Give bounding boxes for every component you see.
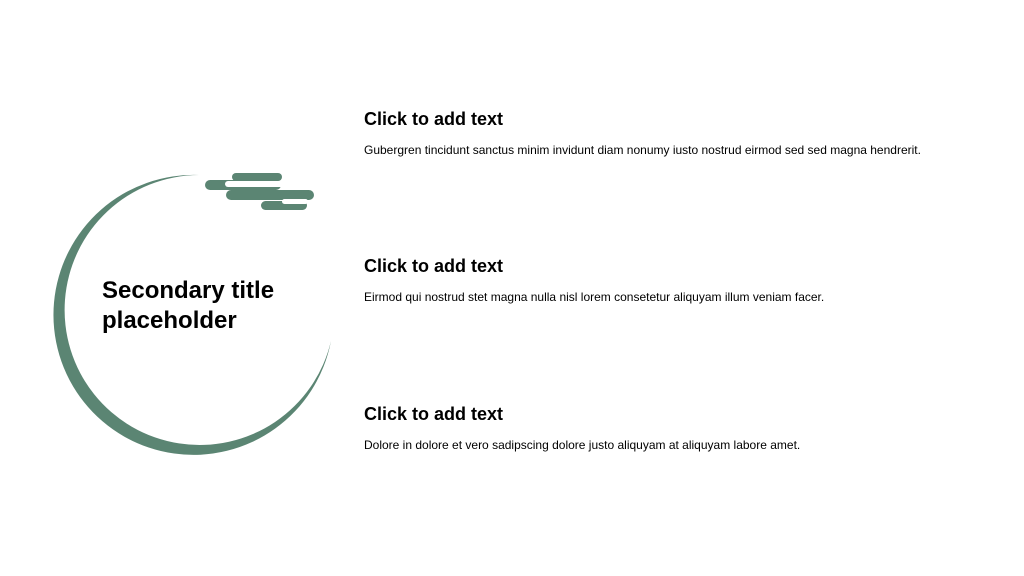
item-heading-3[interactable]: Click to add text [364,404,504,424]
text-item-3: Click to add text Dolore in dolore et ve… [364,403,1004,453]
text-item-2: Click to add text Eirmod qui nostrud ste… [364,255,1004,305]
item-heading-2[interactable]: Click to add text [364,256,504,276]
pill-stroke-top-highlight [232,173,282,181]
secondary-title[interactable]: Secondary title placeholder [102,277,275,334]
item-body-1[interactable]: Gubergren tincidunt sanctus minim invidu… [364,143,921,157]
item-body-2[interactable]: Eirmod qui nostrud stet magna nulla nisl… [364,290,825,304]
item-body-3[interactable]: Dolore in dolore et vero sadipscing dolo… [364,438,801,452]
pill-gap-1 [225,181,293,187]
pill-stroke-middle [226,190,314,200]
pill-gap-2 [282,199,308,204]
text-item-1: Click to add text Gubergren tincidunt sa… [364,108,1004,158]
item-heading-1[interactable]: Click to add text [364,109,504,129]
